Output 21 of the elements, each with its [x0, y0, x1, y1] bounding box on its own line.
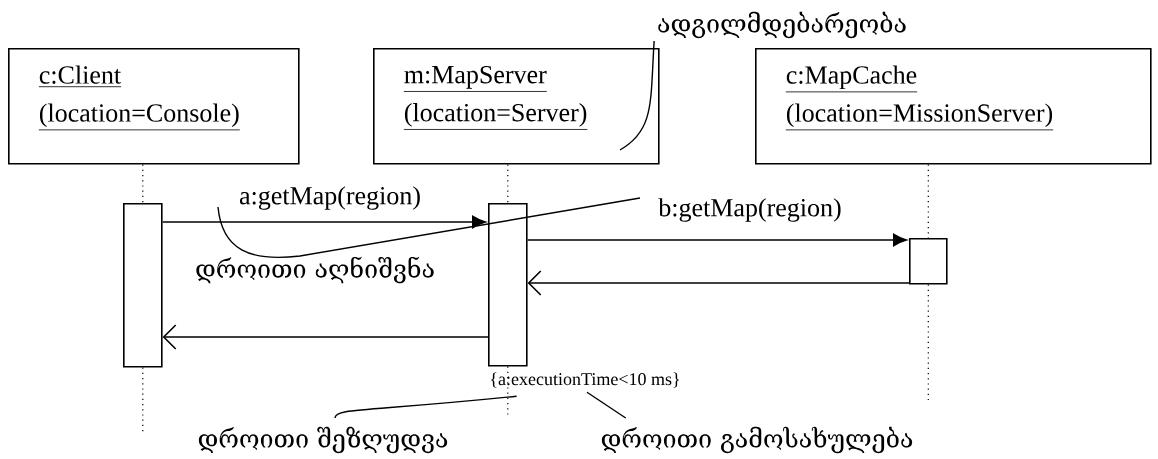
annotation-text: {a:executionTime<10 ms} [491, 372, 679, 388]
message-arrow [527, 270, 910, 296]
leader-line [586, 391, 627, 419]
message-arrow [526, 233, 907, 247]
message-label: b:getMap(region) [658, 198, 841, 222]
object-box: c:MapCache (location=MissionServer) [755, 48, 1152, 165]
leader-line [334, 395, 518, 419]
object-box: m:MapServer (location=Server) [373, 48, 660, 165]
message-label: a:getMap(region) [239, 186, 420, 210]
annotation-text: დროითი შეზღუდვა [198, 426, 448, 454]
activation-bar [488, 203, 528, 367]
annotation-text: დროითი აღნიშვნა [196, 256, 434, 284]
leader-line [619, 40, 655, 151]
message-arrow [162, 324, 489, 350]
activation-bar [123, 203, 163, 368]
annotation-text: ადგილმდებარეობა [658, 11, 906, 39]
object-box: c:Client (location=Console) [8, 48, 300, 165]
annotation-text: დროითი გამოსახულება [601, 426, 913, 454]
message-arrow [161, 215, 486, 229]
activation-bar [909, 238, 948, 285]
lifeline [927, 164, 929, 239]
